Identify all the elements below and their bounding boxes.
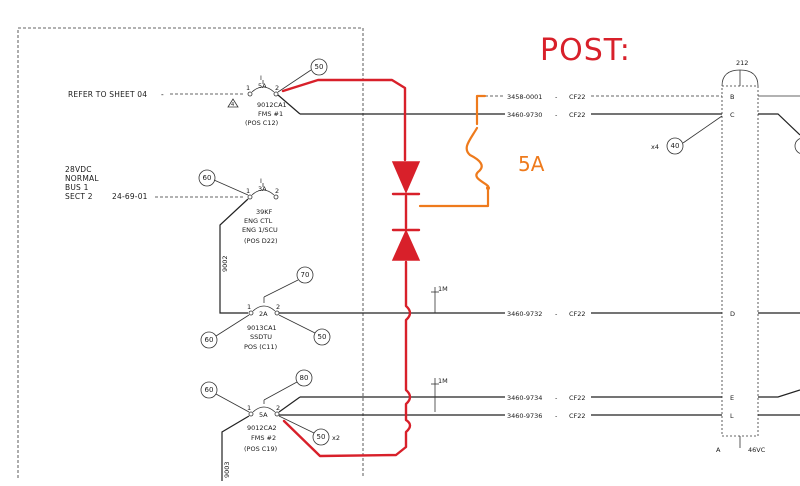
svg-text:CF22: CF22 xyxy=(569,394,586,402)
wire-9002: 9002 xyxy=(221,255,229,272)
pin-l: L xyxy=(730,412,734,420)
svg-text:1: 1 xyxy=(246,187,250,195)
wire-runs: 3458-0001 - CF22 3460-9730 - CF22 3460-9… xyxy=(277,93,722,420)
svg-text:A: A xyxy=(716,446,721,454)
svg-text:(POS D22): (POS D22) xyxy=(244,237,278,245)
svg-text:60: 60 xyxy=(205,336,214,344)
pin-b: B xyxy=(730,93,734,101)
resistor-1m-a: 1M xyxy=(438,285,448,293)
svg-text:-: - xyxy=(555,93,558,101)
connector-top-id: 212 xyxy=(736,59,748,67)
svg-text:40: 40 xyxy=(671,142,680,150)
breaker-ssdtu-rating: 2A xyxy=(259,310,268,318)
breaker-fms2-id: 9012CA2 xyxy=(247,424,277,432)
svg-text:SECT 2: SECT 2 xyxy=(65,192,93,201)
svg-text:I: I xyxy=(260,74,262,82)
svg-text:-: - xyxy=(555,394,558,402)
svg-text:2: 2 xyxy=(275,84,279,92)
breaker-fms1-pos: (POS C12) xyxy=(245,119,278,127)
svg-text:70: 70 xyxy=(301,271,310,279)
svg-text:CF22: CF22 xyxy=(569,93,586,101)
orange-fuse-annotation: 5A xyxy=(418,94,545,208)
svg-text:2: 2 xyxy=(275,187,279,195)
svg-text:I: I xyxy=(260,177,262,185)
pin-e: E xyxy=(730,394,734,402)
svg-text:28VDC: 28VDC xyxy=(65,165,92,174)
svg-text:CF22: CF22 xyxy=(569,310,586,318)
breaker-fms2: 5A 1 2 9012CA2 FMS #2 (POS C19) 60 80 50… xyxy=(200,369,340,481)
svg-text:50: 50 xyxy=(317,433,326,441)
resistor-1m-b: 1M xyxy=(438,377,448,385)
svg-text:NORMAL: NORMAL xyxy=(65,174,99,183)
svg-text:-: - xyxy=(161,90,164,99)
bus-ref-label: 24-69-01 xyxy=(112,192,148,201)
svg-text:1: 1 xyxy=(247,404,251,412)
svg-text:1: 1 xyxy=(246,84,250,92)
svg-text:SSDTU: SSDTU xyxy=(250,333,272,341)
svg-text:50: 50 xyxy=(315,63,324,71)
post-annotation: POST: xyxy=(540,33,631,68)
svg-text:60: 60 xyxy=(203,174,212,182)
svg-text:BUS 1: BUS 1 xyxy=(65,183,89,192)
wire-9003: 9003 xyxy=(223,461,231,478)
breaker-eng-ctl: 28VDC NORMAL BUS 1 SECT 2 24-69-01 3A 1 … xyxy=(65,165,279,314)
svg-text:-: - xyxy=(555,111,558,119)
refer-sheet-label: REFER TO SHEET 04 xyxy=(68,90,147,99)
svg-text:4: 4 xyxy=(231,102,234,108)
svg-text:-: - xyxy=(555,310,558,318)
svg-text:1: 1 xyxy=(247,303,251,311)
svg-text:x2: x2 xyxy=(332,434,340,442)
wire-3460-9734: 3460-9734 xyxy=(507,394,542,402)
breaker-fms1-rating: 5A xyxy=(258,82,267,90)
svg-text:80: 80 xyxy=(300,374,309,382)
pin-c: C xyxy=(730,111,735,119)
svg-text:CF22: CF22 xyxy=(569,412,586,420)
wire-3460-9736: 3460-9736 xyxy=(507,412,542,420)
connector-bottom-id: 46VC xyxy=(748,446,766,454)
svg-text:FMS #2: FMS #2 xyxy=(251,434,276,442)
svg-text:(POS C19): (POS C19) xyxy=(244,445,277,453)
breaker-fms1: REFER TO SHEET 04 - 5A 1 2 I 9012CA1 FMS… xyxy=(68,58,328,127)
svg-text:-: - xyxy=(555,412,558,420)
svg-text:2: 2 xyxy=(276,404,280,412)
panel-boundary xyxy=(17,27,364,478)
wire-3458-0001: 3458-0001 xyxy=(507,93,542,101)
svg-text:ENG 1/SCU: ENG 1/SCU xyxy=(242,226,278,234)
breaker-fms1-name: FMS #1 xyxy=(258,110,283,118)
breaker-ssdtu: 2A 1 2 9013CA1 SSDTU POS (C11) 70 60 50 xyxy=(200,266,331,351)
red-diode-modification xyxy=(281,78,421,458)
breaker-ssdtu-id: 9013CA1 xyxy=(247,324,277,332)
breaker-eng-rating: 3A xyxy=(258,185,267,193)
breaker-fms1-id: 9012CA1 xyxy=(257,101,287,109)
wire-3460-9732: 3460-9732 xyxy=(507,310,542,318)
connector-46vc: 212 B C D E L A 46VC 40 x4 xyxy=(651,59,800,454)
svg-text:POS (C11): POS (C11) xyxy=(244,343,277,351)
fuse-rating-annotation: 5A xyxy=(518,152,545,176)
ref-circle-50 xyxy=(310,58,328,76)
svg-text:ENG CTL: ENG CTL xyxy=(244,217,273,225)
svg-text:x4: x4 xyxy=(651,143,659,151)
breaker-fms2-rating: 5A xyxy=(259,411,268,419)
svg-text:CF22: CF22 xyxy=(569,111,586,119)
svg-text:50: 50 xyxy=(318,333,327,341)
pin-d: D xyxy=(730,310,735,318)
svg-text:2: 2 xyxy=(276,303,280,311)
wire-3460-9730: 3460-9730 xyxy=(507,111,542,119)
svg-text:60: 60 xyxy=(205,386,214,394)
breaker-eng-id: 39KF xyxy=(256,208,273,216)
